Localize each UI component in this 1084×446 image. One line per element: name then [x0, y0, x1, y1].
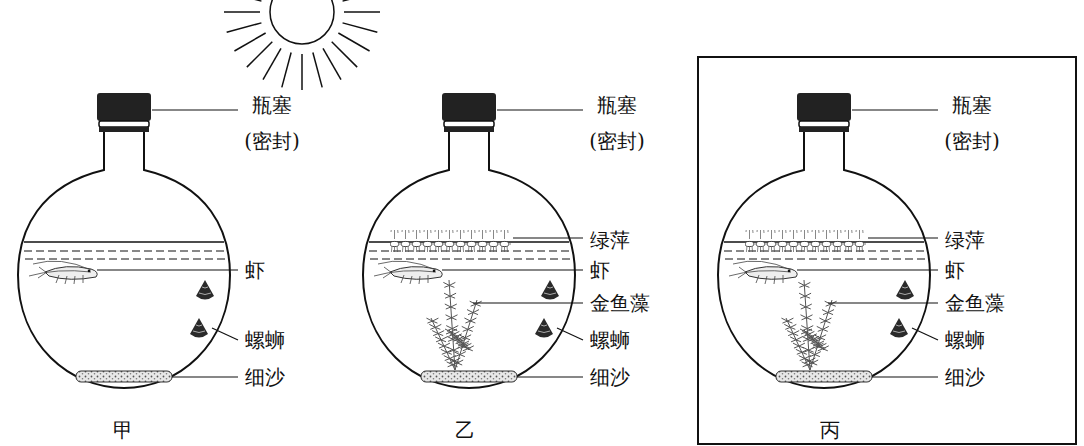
part-label: 金鱼藻: [590, 291, 650, 315]
part-label: 虾: [590, 258, 610, 282]
part-label: 虾: [945, 258, 965, 282]
part-label: 乙: [455, 418, 475, 442]
part-label: 绿萍: [945, 228, 985, 252]
part-label: 虾: [245, 258, 265, 282]
part-label: 金鱼藻: [945, 291, 1005, 315]
part-label: 瓶塞 (密封): [581, 87, 653, 159]
part-label: 螺蛳: [945, 328, 985, 352]
part-label: 细沙: [945, 365, 985, 389]
part-label: 螺蛳: [590, 328, 630, 352]
part-label: 绿萍: [590, 228, 630, 252]
framed-panel: 瓶塞 (密封) 绿萍虾金鱼藻螺蛳细沙丙: [697, 56, 1077, 445]
part-label: 甲: [113, 418, 133, 442]
part-label: 细沙: [590, 365, 630, 389]
part-label: 瓶塞 (密封): [936, 87, 1008, 159]
part-label: 丙: [820, 418, 840, 442]
part-label: 细沙: [245, 365, 285, 389]
part-label: 螺蛳: [245, 328, 285, 352]
part-label: 瓶塞 (密封): [236, 87, 308, 159]
